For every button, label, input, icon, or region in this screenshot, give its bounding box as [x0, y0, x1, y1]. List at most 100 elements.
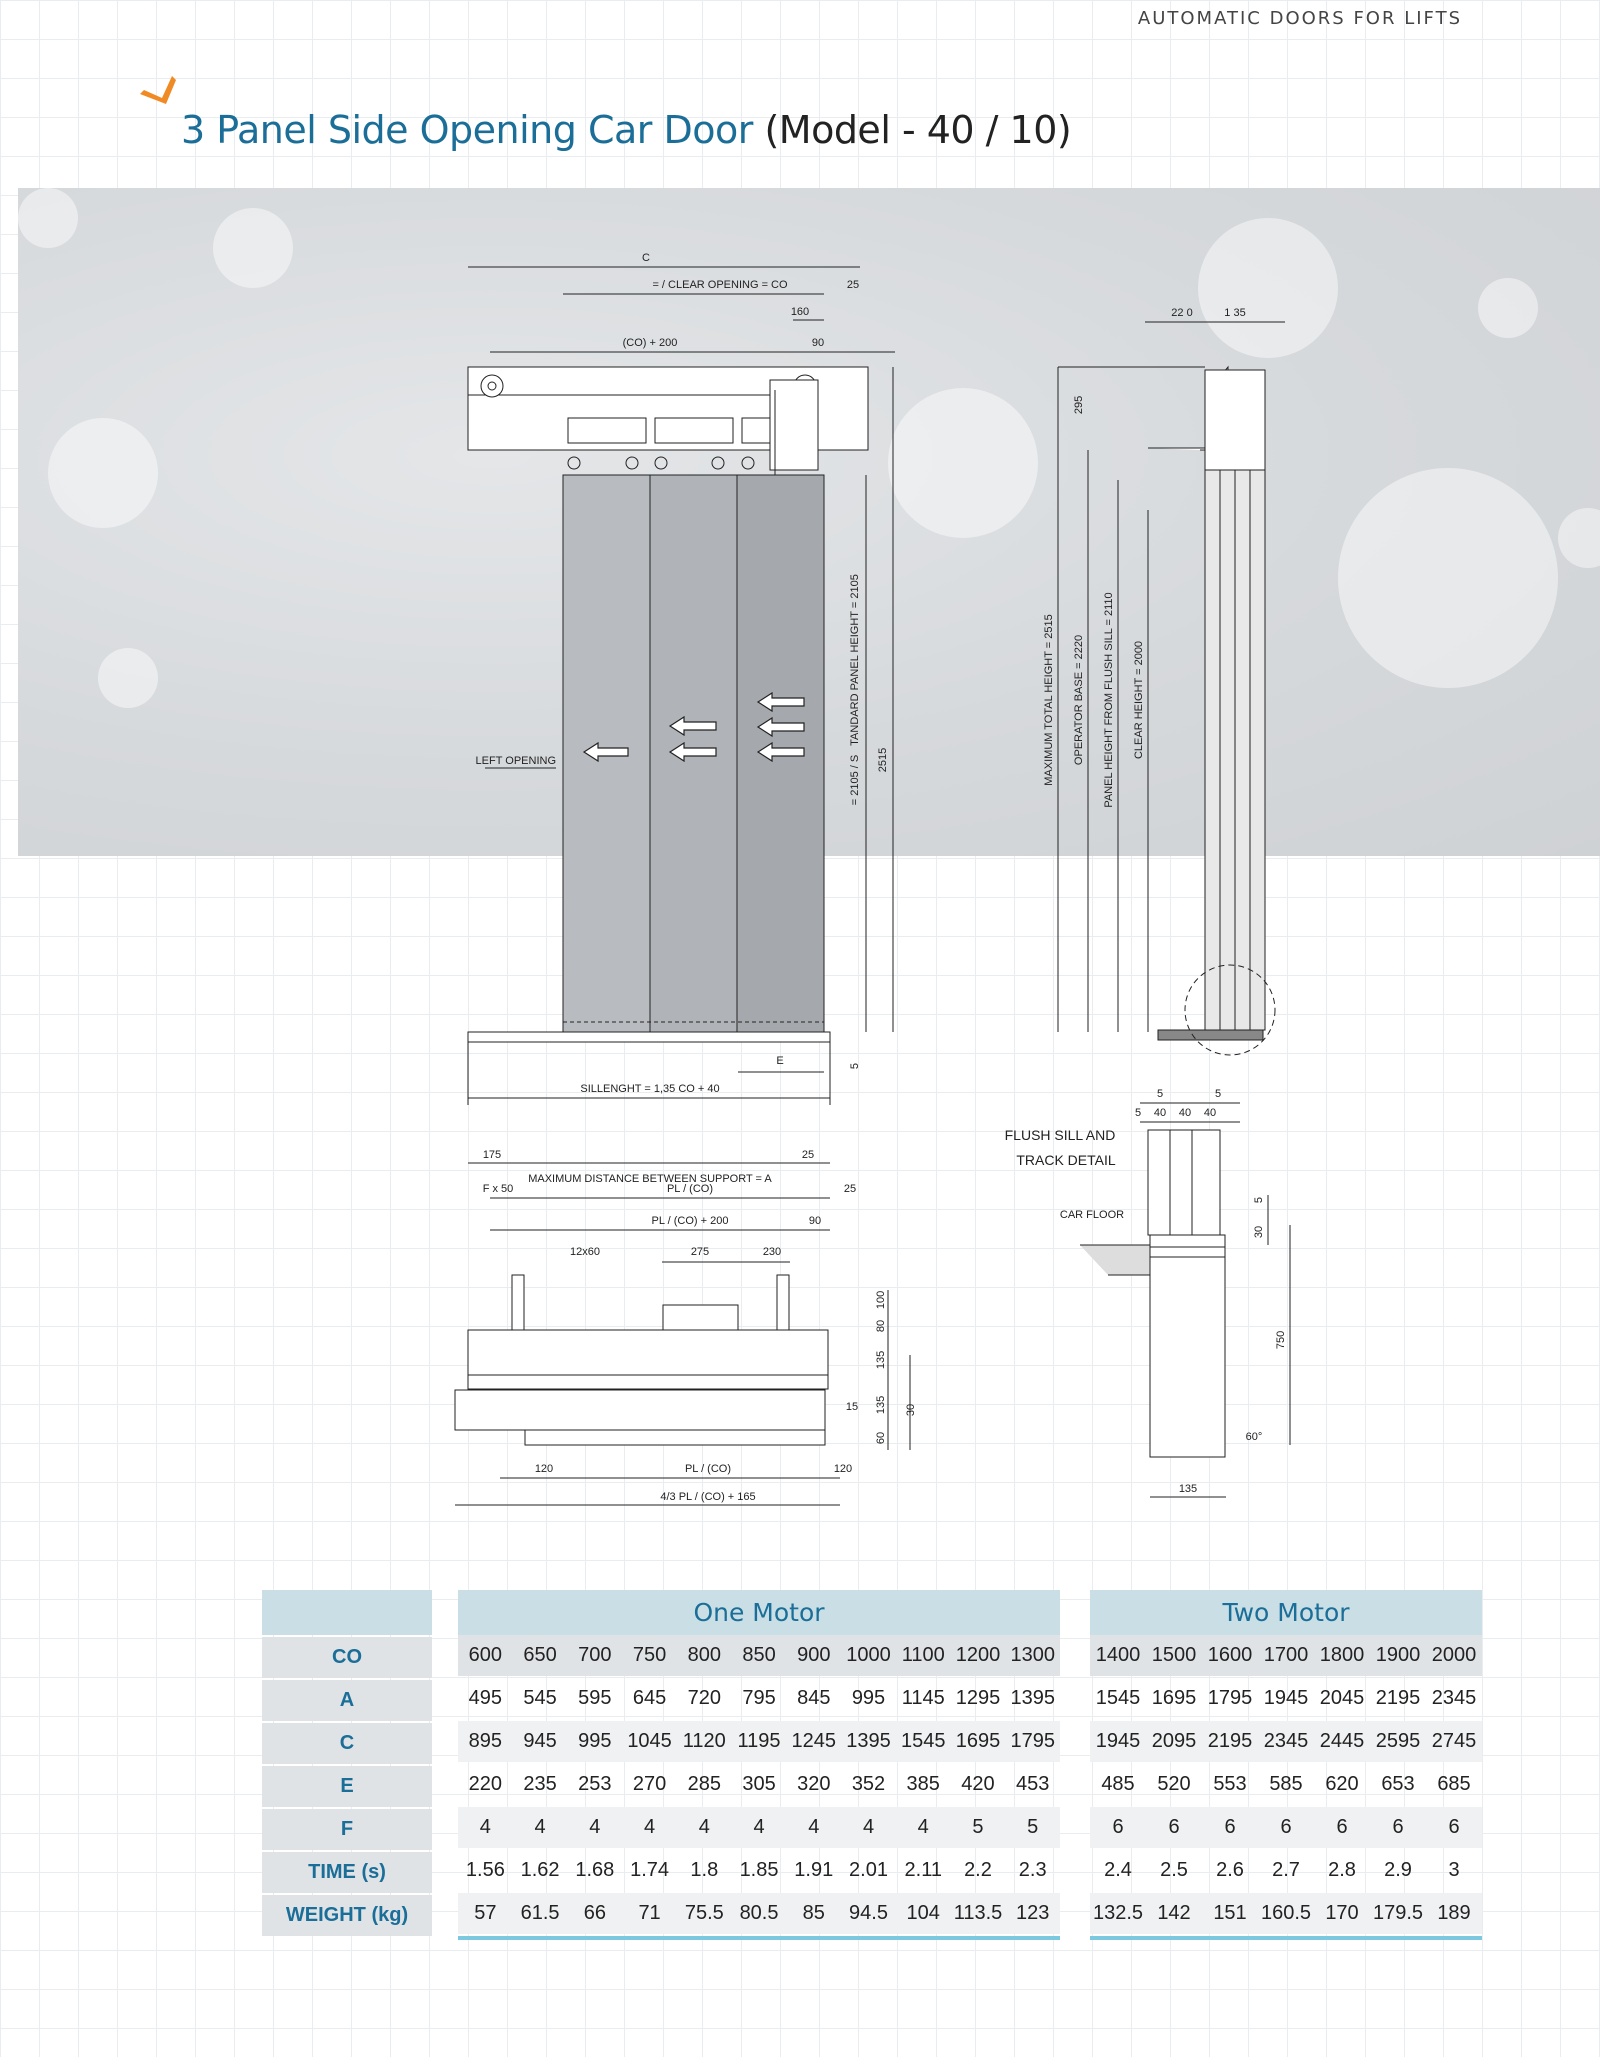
- two-motor-bottom-line: [1090, 1936, 1482, 1940]
- title-model: (Model - 40 / 10): [764, 108, 1072, 152]
- dim-120-b: 120: [834, 1463, 852, 1475]
- page-title: 3 Panel Side Opening Car Door (Model - 4…: [181, 108, 1072, 152]
- table-cell: 800: [687, 1644, 721, 1666]
- table-cell: 485: [1101, 1773, 1135, 1795]
- flush-sill-label: FLUSH SILL AND: [1005, 1127, 1116, 1143]
- table-cell: 1200: [955, 1644, 1001, 1666]
- table-cell: 1145: [901, 1687, 945, 1709]
- table-cell: 420: [961, 1773, 995, 1795]
- dim-175: 175: [483, 1149, 501, 1161]
- table-cell: 189: [1437, 1902, 1471, 1924]
- table-cell: 945: [523, 1730, 557, 1752]
- row-label-header: [262, 1590, 432, 1635]
- table-cell: 2.8: [1328, 1859, 1356, 1881]
- dim-12x60: 12x60: [570, 1246, 600, 1258]
- table-cell: 2.5: [1160, 1859, 1188, 1881]
- table-cell: 2195: [1375, 1687, 1421, 1709]
- table-cell: 2345: [1431, 1687, 1477, 1709]
- one-motor-bottom-line: [458, 1936, 1060, 1940]
- table-cell: 385: [906, 1773, 940, 1795]
- dim-5: 5: [849, 1063, 861, 1069]
- table-cell: 1.8: [690, 1859, 719, 1881]
- dim-pl-co: PL / (CO): [667, 1183, 713, 1195]
- table-cell: 895: [468, 1730, 503, 1752]
- table-cell: 3: [1448, 1859, 1460, 1881]
- table-cell: 253: [578, 1773, 612, 1795]
- dim-f-x-50: F x 50: [483, 1183, 514, 1195]
- dim-90-b: 90: [809, 1215, 821, 1227]
- dim-120-a: 120: [535, 1463, 553, 1475]
- table-cell: 1695: [1151, 1687, 1197, 1709]
- table-cell: 1245: [791, 1730, 837, 1752]
- dim-2515: 2515: [877, 748, 889, 772]
- left-opening-label: LEFT OPENING: [476, 755, 556, 767]
- table-cell: 1945: [1095, 1730, 1141, 1752]
- row-label-weight: WEIGHT (kg): [262, 1895, 432, 1936]
- dim-s60-deg: 60°: [1246, 1431, 1263, 1443]
- technical-drawing: C = / CLEAR OPENING = CO 25 160 (CO) + 2…: [454, 252, 1291, 1506]
- dim-s40-b: 40: [1179, 1107, 1191, 1119]
- table-cell: 2745: [1431, 1730, 1477, 1752]
- table-cell: 113.5: [953, 1902, 1003, 1924]
- table-cell: 995: [578, 1730, 612, 1752]
- table-cell: 80.5: [739, 1902, 779, 1924]
- table-cell: 1100: [901, 1644, 945, 1666]
- dim-pl-co-200: PL / (CO) + 200: [652, 1215, 729, 1227]
- front-view: [467, 266, 895, 1105]
- table-cell: 750: [632, 1644, 667, 1666]
- table-cell: 71: [638, 1902, 661, 1924]
- dim-panel-height-flush: PANEL HEIGHT FROM FLUSH SILL = 2110: [1103, 592, 1115, 807]
- table-cell: 352: [851, 1773, 886, 1795]
- table-row-labels: CO A C E F TIME (s) WEIGHT (kg): [262, 1590, 432, 1938]
- table-cell: 1800: [1319, 1644, 1365, 1666]
- table-cell: 104: [906, 1902, 940, 1924]
- dim-100: 100: [875, 1291, 887, 1309]
- one-motor-title: One Motor: [458, 1590, 1060, 1635]
- table-cell: 1545: [1095, 1687, 1141, 1709]
- dim-e: E: [776, 1055, 783, 1067]
- table-cell: 1.62: [520, 1859, 560, 1881]
- dim-s135: 135: [1179, 1483, 1197, 1495]
- dim-2105-s: = 2105 / S: [849, 755, 861, 805]
- table-cell: 1045: [627, 1730, 672, 1752]
- table-cell: 4: [479, 1816, 491, 1838]
- dim-pl-co-b: PL / (CO): [685, 1463, 731, 1475]
- table-cell: 170: [1325, 1902, 1359, 1924]
- table-cell: 595: [578, 1687, 612, 1709]
- table-cell: 645: [632, 1687, 667, 1709]
- table-cell: 94.5: [849, 1902, 888, 1924]
- dim-25: 25: [847, 279, 859, 291]
- dim-220: 22 0: [1171, 307, 1192, 319]
- table-cell: 653: [1381, 1773, 1415, 1795]
- dim-230: 230: [763, 1246, 781, 1258]
- row-label-a: A: [262, 1680, 432, 1721]
- title-main: 3 Panel Side Opening Car Door: [181, 108, 753, 152]
- dim-15: 15: [846, 1401, 858, 1413]
- dim-160: 160: [791, 306, 809, 318]
- table-cell: 1600: [1207, 1644, 1253, 1666]
- table-cell: 61.5: [520, 1902, 560, 1924]
- table-cell: 900: [797, 1644, 831, 1666]
- table-cell: 4: [862, 1816, 875, 1838]
- table-cell: 685: [1437, 1773, 1471, 1795]
- dim-135-c: 135: [875, 1396, 887, 1414]
- table-cell: 2.2: [964, 1859, 992, 1881]
- opening-arrows: [582, 691, 805, 763]
- table-cell: 57: [474, 1902, 497, 1924]
- table-cell: 1500: [1151, 1644, 1197, 1666]
- dim-operator-base: OPERATOR BASE = 2220: [1073, 635, 1085, 765]
- table-cell: 1.74: [630, 1859, 670, 1881]
- table-cell: 4: [534, 1816, 546, 1838]
- table-cell: 495: [468, 1687, 503, 1709]
- dim-sill-length: SILLENGHT = 1,35 CO + 40: [580, 1083, 719, 1095]
- table-cell: 151: [1213, 1902, 1247, 1924]
